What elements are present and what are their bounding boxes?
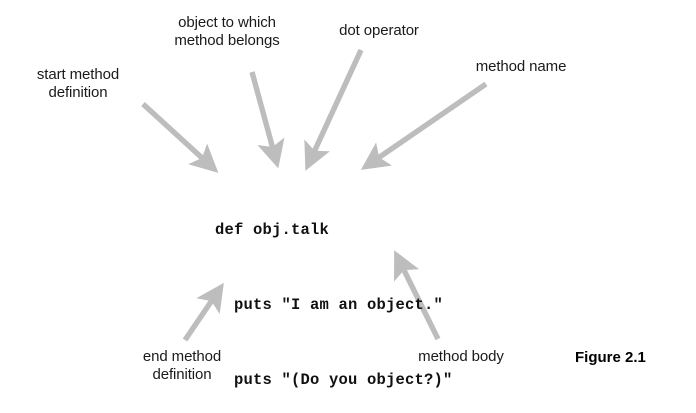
callout-dot-operator: dot operator — [339, 22, 419, 39]
callout-object-to-which-method-belongs: object to which method belongs — [174, 14, 280, 49]
callout-method-name: method name — [475, 58, 567, 75]
code-line-def: def obj.talk — [215, 221, 330, 239]
callout-method-body: method body — [418, 348, 504, 365]
arrow-object-belongs — [249, 71, 285, 169]
arrow-dot-operator — [304, 48, 364, 171]
code-line-puts-1: puts "I am an object." — [215, 296, 444, 314]
code-block: def obj.talk puts "I am an object." puts… — [215, 168, 453, 413]
arrow-end-method — [182, 282, 224, 342]
arrow-start-method — [141, 102, 219, 173]
arrow-method-name — [360, 81, 488, 170]
code-line-puts-2: puts "(Do you object?)" — [215, 371, 453, 389]
callout-end-method-definition: end method definition — [142, 348, 222, 383]
figure-number-label: Figure 2.1 — [575, 349, 646, 366]
callout-start-method-definition: start method definition — [36, 66, 120, 101]
